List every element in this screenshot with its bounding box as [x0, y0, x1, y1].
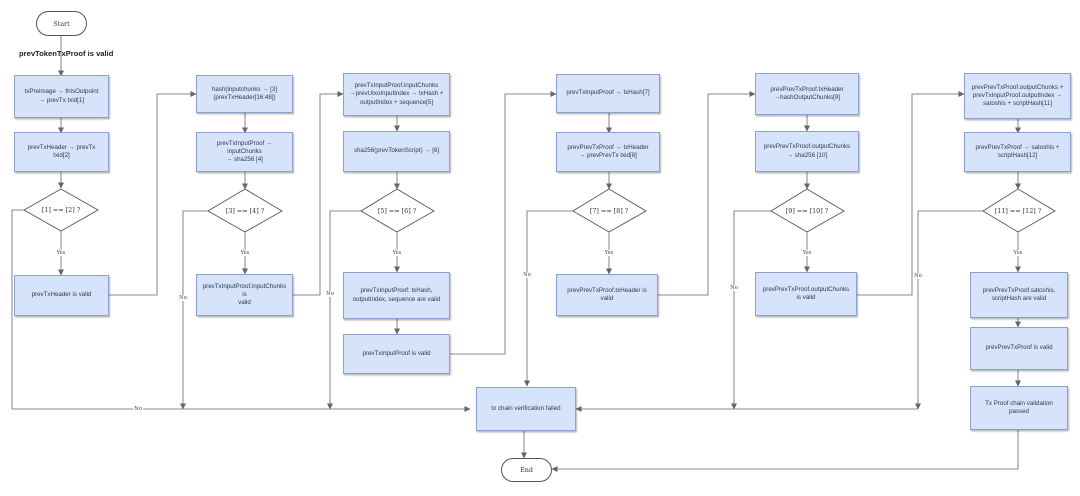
edge-col3-to-col4 — [450, 91, 557, 355]
col4-valid: prevPrevTxProof.txHeader is valid — [556, 274, 658, 316]
decision-col2 — [207, 188, 283, 233]
edge-col5-to-col6 — [857, 91, 965, 296]
col5-step2: prevPrevTxProof.outputChunks → sha256 [1… — [755, 131, 859, 172]
col3-check: [5] == [6] ? — [377, 207, 417, 215]
decision-col5 — [770, 188, 845, 233]
col3-step1: prevTxInputProof.inputChunks →prevUtxoIn… — [343, 73, 450, 116]
decision-col4 — [572, 188, 647, 233]
end-label: End — [520, 466, 533, 474]
start-label: Start — [53, 19, 70, 28]
no-label-col5: No — [729, 285, 739, 291]
edge-col6-no — [915, 210, 983, 410]
col2-step1: hash(inputchunks → [3] (prevTxHeader[16:… — [196, 75, 293, 113]
col2-step2: prevTxInputProof → inputChunks → sha256 … — [196, 132, 293, 172]
col6-valid: prevPrevTxProof.satoshis, scriptHash are… — [970, 272, 1068, 318]
yes-label-col3: Yes — [391, 250, 403, 256]
col5-step1: prevPrevTxProof.txHeader →hashOutputChun… — [755, 73, 859, 115]
col1-step1: txPreimage → thisOutpoint → prevTx txid[… — [14, 75, 109, 118]
no-label-col3: No — [325, 291, 335, 297]
col3-valid2: prevTxInputProof is valid — [343, 334, 450, 374]
diagram-title: prevTokenTxProof is valid — [19, 49, 114, 58]
decision-col6 — [982, 188, 1056, 233]
edge-col5-no — [731, 210, 771, 410]
no-label-col4: No — [522, 272, 532, 278]
col6-step2: prevPrevTxProof → satoshis + scriptHash[… — [964, 132, 1071, 172]
col3-valid: prevTxInputProof: txHash, outputIndex, s… — [343, 272, 450, 319]
col2-check: [3] == [4] ? — [225, 207, 265, 215]
yes-label-col6: Yes — [1012, 250, 1024, 256]
col5-check: [9] == [10] ? — [785, 207, 829, 215]
edge-col1-to-col2 — [109, 91, 197, 296]
col6-step1: prevPrevTxProof.outputChunks + prevTxInp… — [964, 73, 1071, 119]
no-label-col6: No — [913, 273, 923, 279]
col6-valid2: prevPrevTxProof is valid — [970, 327, 1068, 370]
col1-valid: prevTxHeader is valid — [14, 275, 109, 316]
col1-step2: prevTxHeader → prevTx txid[2] — [14, 132, 109, 172]
no-label-col2: No — [178, 295, 188, 301]
edge-col2-no — [180, 210, 208, 410]
verification-failed: tx chain verification failed — [476, 387, 576, 431]
col2-valid: prevTxInputProof.inputChunks is valid — [196, 274, 293, 316]
col6-check: [11] == [12] ? — [994, 207, 1042, 215]
col4-step2: prevPrevTxProof → txHeader → prevPrevTx … — [556, 132, 660, 172]
col6-passed: Tx Proof chain validation passed — [970, 386, 1068, 430]
edge-col6-passed-end — [551, 430, 1019, 472]
yes-label-col2: Yes — [239, 250, 251, 256]
end-terminal: End — [501, 458, 552, 482]
edge-col2-to-col3 — [293, 91, 344, 296]
yes-label-col5: Yes — [801, 250, 813, 256]
no-label-col1: No — [133, 406, 143, 412]
decision-col3 — [360, 188, 435, 233]
edge-col4-to-col5 — [658, 91, 756, 296]
decision-col1 — [23, 188, 99, 232]
col4-check: [7] == [8] ? — [589, 207, 629, 215]
yes-label-col4: Yes — [603, 250, 615, 256]
yes-label-col1: Yes — [55, 250, 67, 256]
col5-valid: prevPrevTxProof.outputChunks is valid — [755, 272, 857, 316]
start-terminal: Start — [36, 11, 87, 36]
edge-col1-no-failed — [11, 209, 471, 412]
col3-step2: sha256(prevTokenScript) → [6] — [343, 131, 450, 172]
col4-step1: prevTxInputProof → txHash[7] — [556, 74, 660, 113]
edge-col4-no — [524, 210, 573, 387]
col1-check: [1] == [2] ? — [41, 206, 81, 214]
edge-col3-no — [327, 210, 361, 410]
